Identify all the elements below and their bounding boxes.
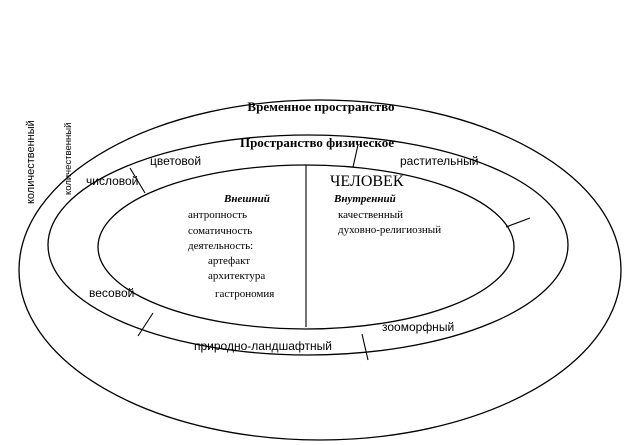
internal-item-qualitative: качественный	[338, 209, 403, 221]
ring-label-color: цветовой	[150, 154, 201, 168]
outer-ellipse	[18, 99, 622, 441]
tick-landscape	[361, 333, 369, 361]
external-subitem-gastronomy: гастрономия	[215, 288, 274, 300]
tick-numeric	[129, 167, 146, 194]
ring-label-weight: весовой	[89, 286, 134, 300]
side-label-inner: количественный	[63, 123, 74, 195]
center-title: ЧЕЛОВЕК	[330, 173, 404, 190]
tick-right	[505, 217, 531, 228]
external-item-activity: деятельность:	[188, 240, 253, 252]
middle-ring-title: Пространство физическое	[240, 135, 394, 150]
external-item-anthropness: антропность	[188, 209, 247, 221]
ring-label-numeric: числовой	[86, 174, 138, 188]
ring-label-zoomorphic: зооморфный	[382, 320, 454, 334]
internal-item-spiritual: духовно-религиозный	[338, 224, 441, 236]
external-item-somaticity: соматичность	[188, 225, 252, 237]
tick-plant	[352, 144, 359, 168]
external-subitem-artifact: артефакт	[208, 255, 250, 267]
middle-ellipse	[47, 134, 569, 356]
external-heading: Внешний	[223, 193, 270, 205]
ring-label-natural-landscape: природно-ландшафтный	[194, 339, 332, 353]
side-label-outer: количественный	[25, 120, 37, 204]
external-subitem-architecture: архитектура	[208, 270, 265, 282]
tick-weight	[137, 312, 154, 337]
internal-heading: Внутренний	[333, 193, 396, 205]
outer-ring-title: Временное пространство	[247, 99, 394, 114]
ring-label-plant: растительный	[400, 154, 478, 168]
